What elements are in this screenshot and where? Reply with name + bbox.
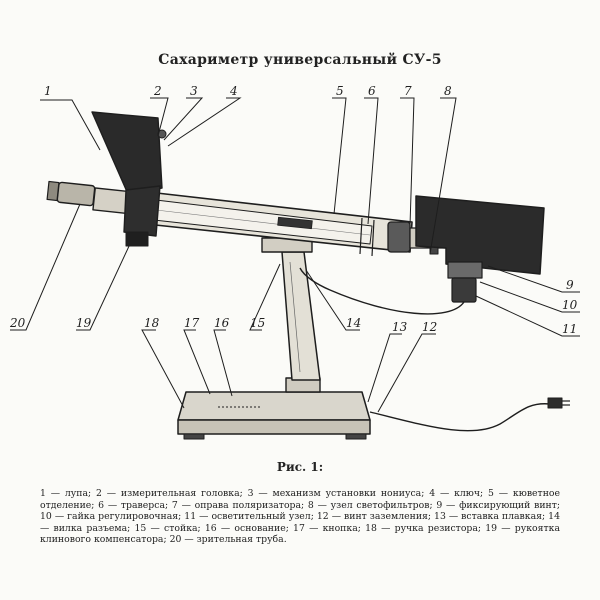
callout-7: 7 [404,84,412,98]
callout-2: 2 [153,84,162,98]
callout-6: 6 [368,84,376,98]
callout-11: 11 [562,322,577,336]
power-plug [547,397,563,409]
callout-10: 10 [562,298,578,312]
main-tube [145,191,413,257]
leader-lines [10,97,580,413]
callout-5: 5 [336,84,344,98]
base-plate [177,391,371,440]
callout-14: 14 [346,316,361,330]
measuring-head [91,111,167,247]
callout-3: 3 [190,84,198,98]
callout-labels: 1 2 3 4 5 6 7 8 9 10 11 12 13 14 15 16 1… [9,84,578,336]
eyepiece [46,180,136,215]
callout-20: 20 [9,316,26,330]
apparatus [46,111,570,440]
callout-13: 13 [392,320,408,334]
callout-18: 18 [144,316,160,330]
cable-illuminator [299,267,465,315]
callout-4: 4 [229,84,238,98]
callout-15: 15 [250,316,265,330]
callout-12: 12 [422,320,437,334]
callout-8: 8 [444,84,452,98]
stand-column [281,251,321,381]
page-title: Сахариметр универсальный СУ-5 [158,52,442,68]
callout-17: 17 [184,316,200,330]
callout-16: 16 [214,316,230,330]
illuminator [415,195,545,303]
callout-9: 9 [566,278,574,292]
power-cord [369,403,551,432]
callout-19: 19 [76,316,92,330]
parts-legend: 1 — лупа; 2 — измерительная головка; 3 —… [40,488,560,545]
callout-1: 1 [44,84,52,98]
figure-caption: Рис. 1: [276,460,324,474]
